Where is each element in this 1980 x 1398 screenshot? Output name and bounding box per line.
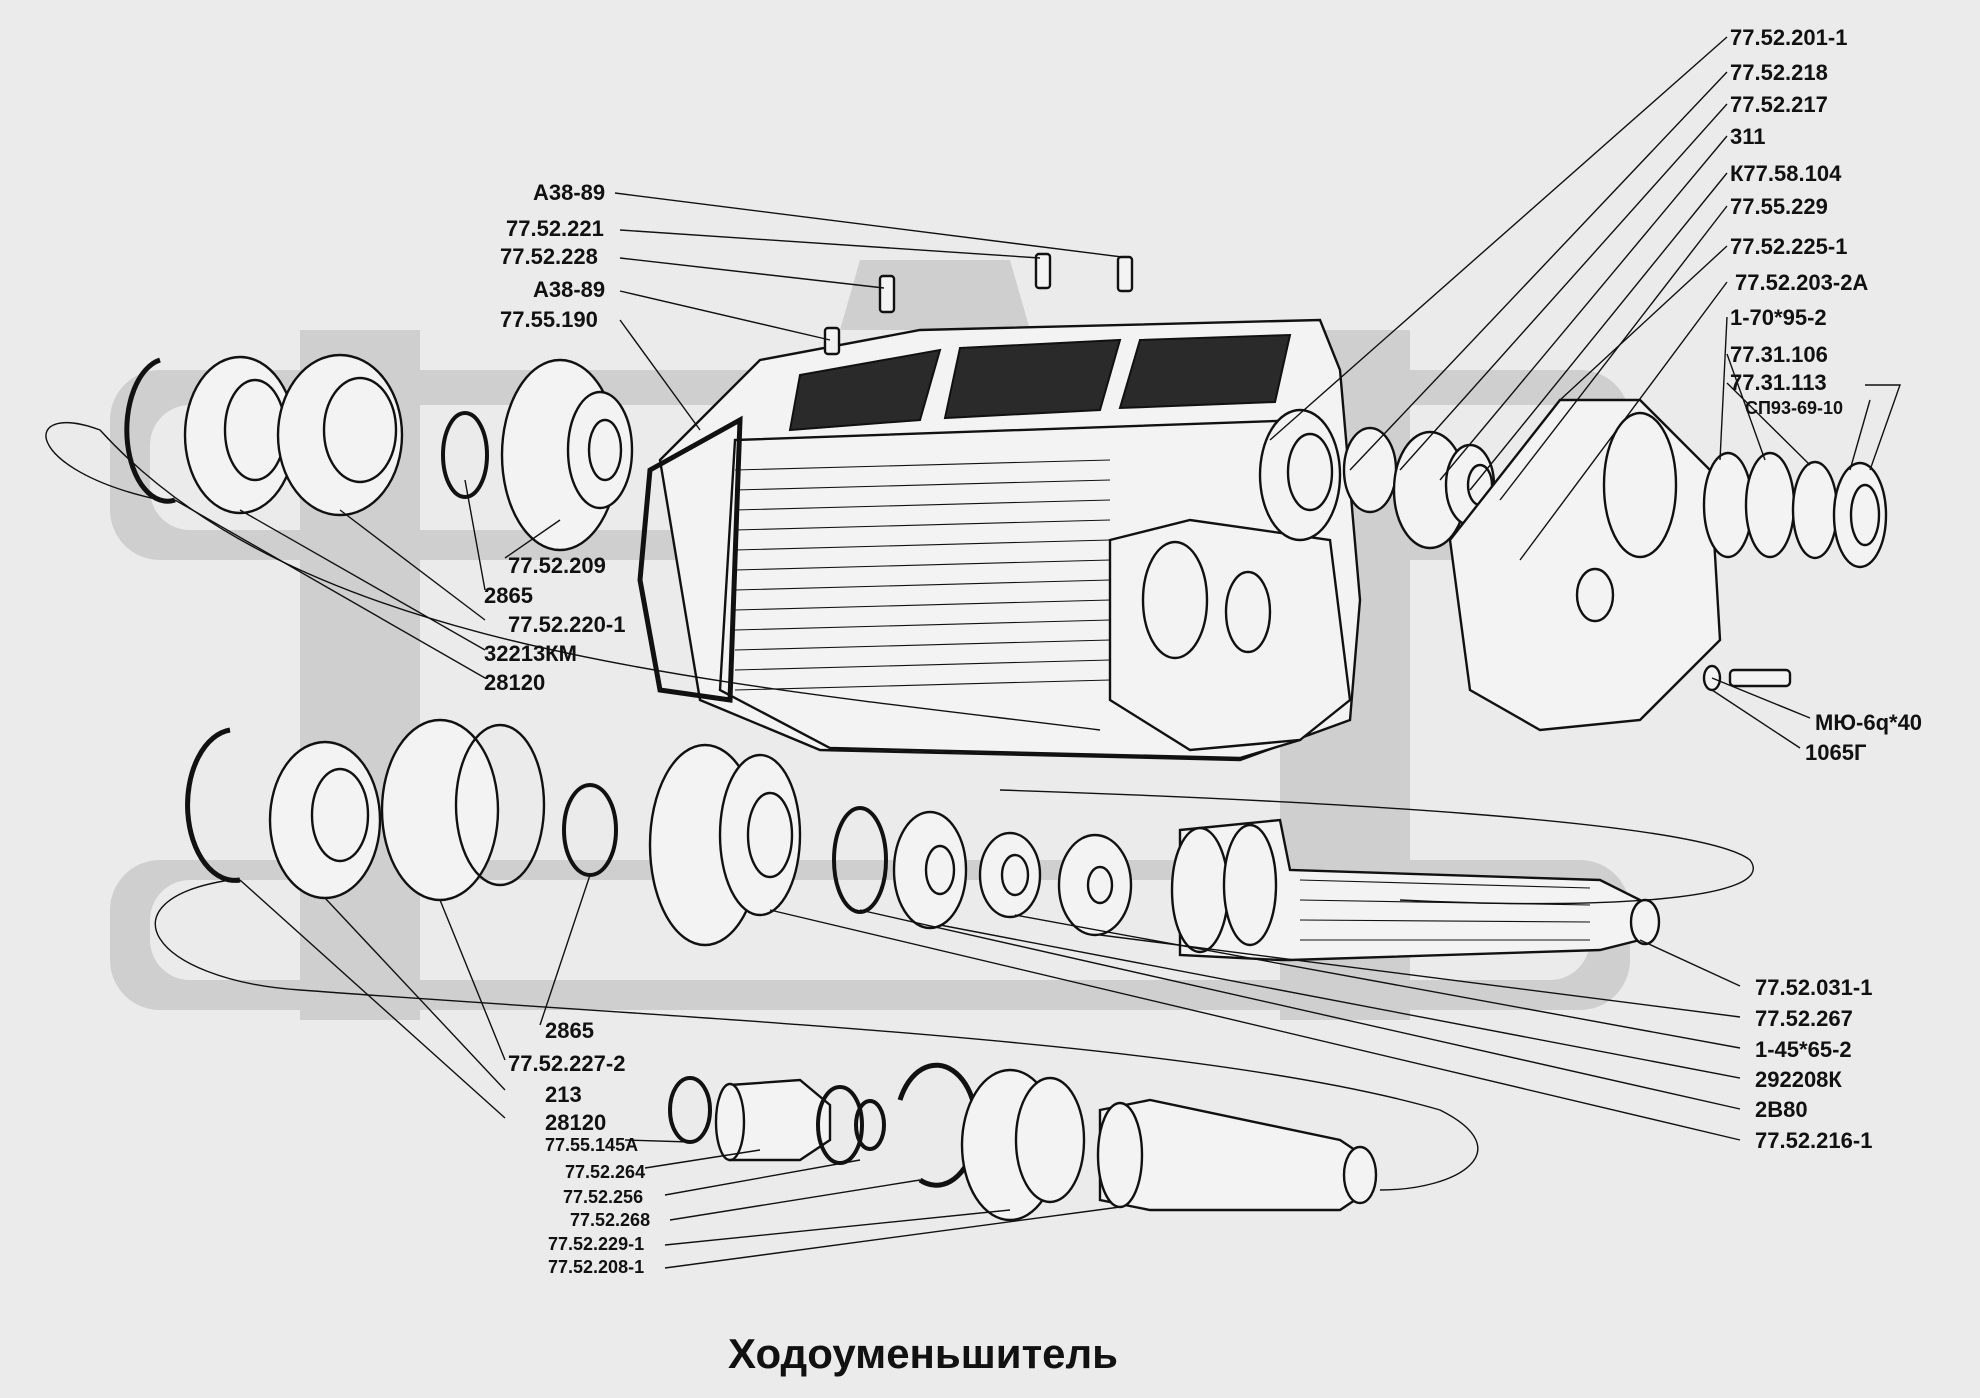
label-sp93-69-10: СП93-69-10 [1745, 398, 1843, 418]
label-28120-bot: 28120 [545, 1110, 606, 1135]
label-2865-top: 2865 [484, 583, 533, 608]
top-right-assembly [1258, 398, 1888, 732]
label-77-55-145a: 77.55.145А [545, 1135, 638, 1155]
housing-gasket [637, 415, 743, 703]
leader-lines [45, 36, 1901, 1269]
label-1-45-65-2: 1-45*65-2 [1755, 1037, 1852, 1062]
label-77-52-201-1: 77.52.201-1 [1730, 25, 1847, 50]
diagram-title: Ходоуменьшитель [728, 1330, 1118, 1377]
label-2865-bot: 2865 [545, 1018, 594, 1043]
label-a38-89-mid: А38-89 [533, 277, 605, 302]
label-292208k: 292208К [1755, 1067, 1842, 1092]
label-77-52-218: 77.52.218 [1730, 60, 1828, 85]
label-77-52-217: 77.52.217 [1730, 92, 1828, 117]
label-77-52-228: 77.52.228 [500, 244, 598, 269]
label-77-52-229-1: 77.52.229-1 [548, 1234, 644, 1254]
label-k77-58-104: К77.58.104 [1730, 161, 1842, 186]
label-77-52-225-1: 77.52.225-1 [1730, 234, 1847, 259]
bottom-assembly [668, 1062, 1378, 1222]
label-77-52-031-1: 77.52.031-1 [1755, 975, 1872, 1000]
label-77-55-229: 77.55.229 [1730, 194, 1828, 219]
label-77-52-268: 77.52.268 [570, 1210, 650, 1230]
label-2b80: 2В80 [1755, 1097, 1808, 1122]
label-mu-6q-40: МЮ-6q*40 [1815, 710, 1922, 735]
label-77-52-256: 77.52.256 [563, 1187, 643, 1207]
label-77-55-190: 77.55.190 [500, 307, 598, 332]
label-77-52-216-1: 77.52.216-1 [1755, 1128, 1872, 1153]
gearbox-housing [658, 318, 1362, 762]
main-shaft [1170, 818, 1661, 962]
label-32213km: 32213КМ [484, 641, 577, 666]
label-1-70-95-2: 1-70*95-2 [1730, 305, 1827, 330]
label-213: 213 [545, 1082, 582, 1107]
middle-assembly [185, 718, 1133, 947]
label-28120-top: 28120 [484, 670, 545, 695]
label-77-52-221: 77.52.221 [506, 216, 604, 241]
label-1065g: 1065Г [1805, 740, 1867, 765]
top-left-assembly [124, 353, 634, 552]
label-77-52-203-2a: 77.52.203-2А [1735, 270, 1868, 295]
studs [823, 252, 1134, 356]
label-a38-89-top: А38-89 [533, 180, 605, 205]
part-labels: 77.52.201-1 77.52.218 77.52.217 311 К77.… [484, 25, 1922, 1277]
label-77-52-208-1: 77.52.208-1 [548, 1257, 644, 1277]
label-77-31-113: 77.31.113 [1730, 370, 1827, 395]
label-311: 311 [1730, 124, 1766, 149]
label-77-52-264: 77.52.264 [565, 1162, 645, 1182]
label-77-52-227-2: 77.52.227-2 [508, 1051, 625, 1076]
label-77-52-267: 77.52.267 [1755, 1006, 1853, 1031]
label-77-31-106: 77.31.106 [1730, 342, 1828, 367]
label-77-52-220-1: 77.52.220-1 [508, 612, 625, 637]
label-77-52-209: 77.52.209 [508, 553, 606, 578]
